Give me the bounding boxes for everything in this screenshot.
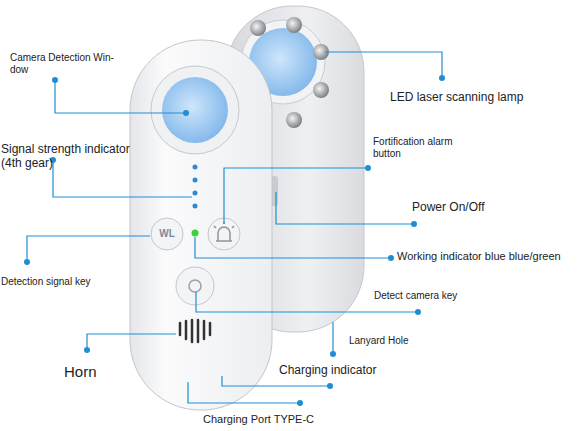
front-unit — [151, 218, 183, 250]
leader-lines — [325, 52, 442, 78]
leader-dots — [183, 110, 189, 116]
camera-key-label: Detect camera key — [374, 290, 457, 302]
power-label: Power On/Off — [412, 201, 484, 215]
leader-lines — [188, 382, 300, 403]
leader-dots — [365, 165, 371, 171]
leader-dots — [297, 400, 303, 406]
leader-lines — [224, 168, 368, 224]
front-unit — [130, 40, 272, 410]
leader-lines — [276, 192, 414, 224]
front-unit — [176, 267, 214, 305]
leader-dots — [411, 221, 417, 227]
front-unit — [193, 178, 198, 183]
charging-port-label: Charging Port TYPE-C — [203, 413, 314, 426]
front-unit — [197, 320, 200, 342]
leader-dots — [24, 259, 30, 265]
front-unit — [193, 191, 198, 196]
window-label: Camera Detection Win- dow — [10, 52, 120, 75]
leader-dots — [330, 351, 336, 357]
leader-dots — [415, 309, 421, 315]
front-unit — [214, 222, 234, 241]
leader-dots — [327, 383, 333, 389]
leader-lines — [195, 237, 391, 258]
lanyard-label: Lanyard Hole — [349, 335, 408, 347]
front-unit — [185, 321, 188, 339]
leader-dots — [24, 75, 445, 406]
back-unit — [286, 17, 302, 33]
leader-lines — [55, 80, 186, 113]
leader-dots — [52, 77, 58, 83]
leader-lines — [27, 236, 150, 262]
charging-indicator-label: Charging indicator — [279, 364, 376, 378]
front-unit — [209, 323, 212, 335]
leader-lines — [53, 160, 192, 197]
front-unit — [193, 165, 198, 170]
front-unit — [130, 40, 272, 410]
alarm-button-label: Fortification alarm button — [373, 136, 468, 159]
working-indicator-label: Working indicator blue blue/green — [397, 250, 561, 263]
signal-key-label: Detection signal key — [1, 276, 91, 288]
leader-lines — [27, 52, 442, 403]
front-unit — [203, 321, 206, 339]
back-unit — [286, 112, 302, 128]
front-unit — [179, 323, 182, 335]
front-unit — [193, 204, 198, 209]
front-unit — [180, 320, 210, 342]
back-unit — [250, 20, 266, 36]
leader-lines — [87, 334, 176, 350]
indicator-label: Signal strength indicator (4th gear) — [1, 143, 141, 171]
back-unit — [313, 82, 329, 98]
leader-lines — [222, 376, 330, 386]
front-unit — [189, 280, 201, 292]
leader-lines — [332, 322, 333, 354]
lamp-label: LED laser scanning lamp — [390, 91, 523, 105]
front-unit — [191, 320, 194, 342]
front-unit — [192, 230, 199, 237]
leader-dots — [439, 75, 445, 81]
front-unit — [162, 77, 228, 143]
leader-dots — [84, 347, 90, 353]
leader-dots — [388, 255, 394, 261]
button-text: WL — [159, 228, 175, 240]
front-unit — [151, 66, 239, 154]
horn-label: Horn — [64, 363, 97, 380]
